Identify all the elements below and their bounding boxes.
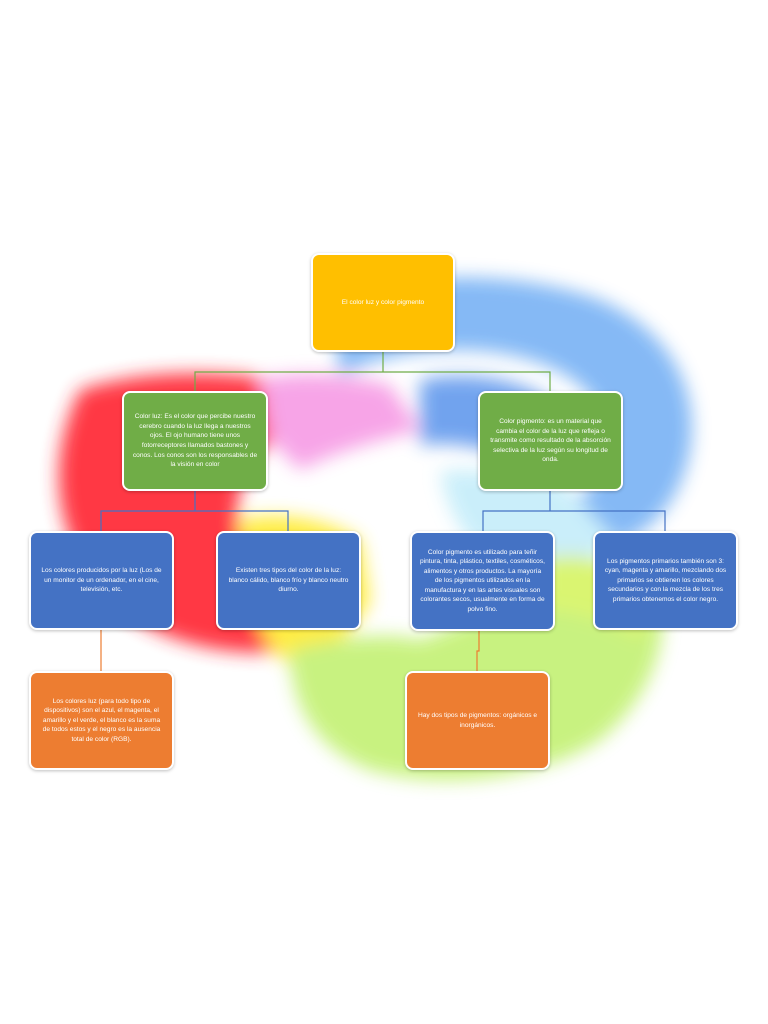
magenta-ring-segment: [260, 374, 420, 470]
node-luz-rgb-text: Los colores luz (para todo tipo de dispo…: [42, 697, 161, 743]
node-luz-tipos-text: Existen tres tipos del color de la luz: …: [228, 567, 349, 594]
node-pigmento-tipos: Hay dos tipos de pigmentos: orgánicos e …: [405, 671, 550, 770]
node-color-pigmento: Color pigmento: es un material que cambi…: [478, 391, 623, 491]
node-color-pigmento-text: Color pigmento: es un material que cambi…: [490, 418, 611, 464]
node-color-luz: Color luz: Es el color que percibe nuest…: [122, 391, 268, 491]
node-pigmento-primarios: Los pigmentos primarios también son 3: c…: [593, 531, 738, 630]
node-pigmento-uso: Color pigmento es utilizado para teñir p…: [410, 531, 555, 631]
node-root-text: El color luz y color pigmento: [341, 298, 425, 306]
node-color-luz-text: Color luz: Es el color que percibe nuest…: [132, 413, 258, 469]
node-luz-monitor: Los colores producidos por la luz (Los d…: [29, 531, 174, 630]
node-pigmento-primarios-text: Los pigmentos primarios también son 3: c…: [604, 557, 727, 603]
node-root-color-luz-pigmento: El color luz y color pigmento: [311, 253, 455, 352]
connector-luz-to-children: [100, 491, 289, 531]
node-luz-monitor-text: Los colores producidos por la luz (Los d…: [41, 567, 162, 594]
connector-pigmento-uso-to-tipos: [476, 631, 480, 671]
node-pigmento-tipos-text: Hay dos tipos de pigmentos: orgánicos e …: [417, 711, 538, 729]
connector-pigmento-to-children: [482, 491, 666, 531]
node-pigmento-uso-text: Color pigmento es utilizado para teñir p…: [420, 548, 545, 613]
connector-root-to-level1: [194, 352, 551, 391]
node-luz-tipos: Existen tres tipos del color de la luz: …: [216, 531, 361, 630]
node-luz-rgb: Los colores luz (para todo tipo de dispo…: [29, 671, 174, 770]
